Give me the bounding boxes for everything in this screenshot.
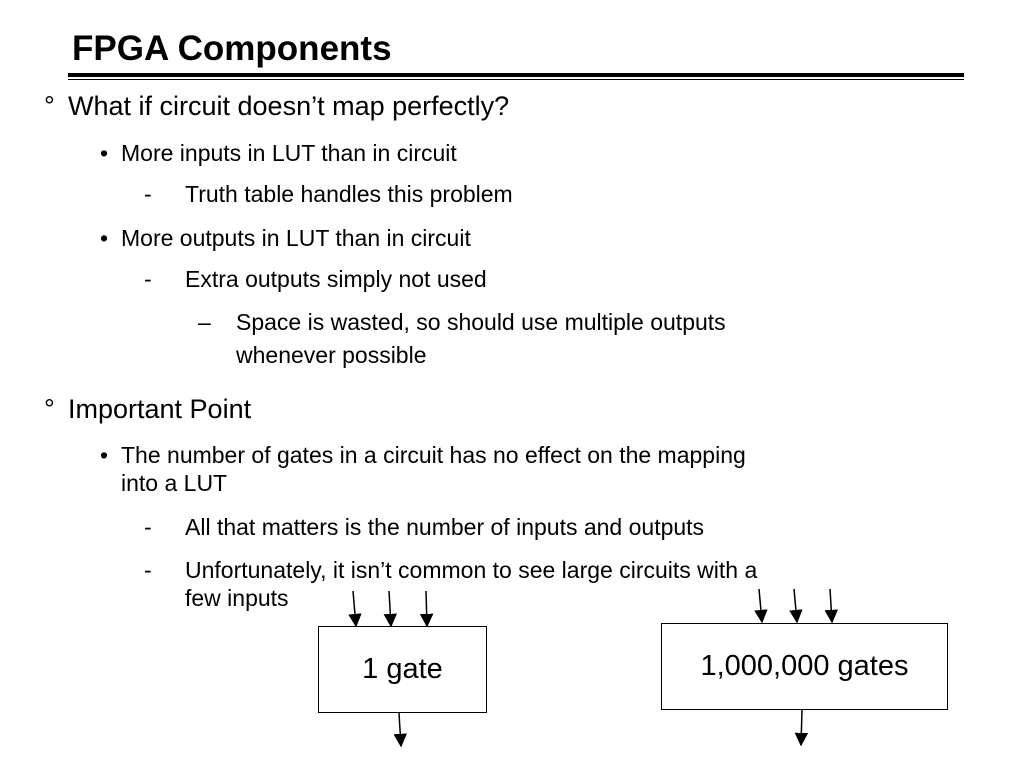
output-arrow [393,712,408,748]
input-arrow [789,588,803,624]
bullet-marker: ° [44,394,55,424]
title-rule [68,73,964,77]
bullet-text-cont: whenever possible [236,342,427,368]
bullet-marker: - [144,266,152,292]
bullet-marker: – [198,309,211,335]
bullet-text: More outputs in LUT than in circuit [121,225,471,251]
input-arrow [754,588,768,624]
bullet-marker: - [144,557,152,583]
bullet-text: Important Point [68,394,252,424]
bullet-text-cont: into a LUT [121,470,228,496]
bullet-marker: - [144,181,152,207]
bullet-marker: • [100,442,109,468]
title-rule-thin [68,79,964,80]
bullet-text: What if circuit doesn’t map perfectly? [68,91,510,121]
input-arrow [824,588,839,624]
bullet-text: All that matters is the number of inputs… [185,514,705,540]
slide-title: FPGA Components [72,29,392,68]
bullet-text: Space is wasted, so should use multiple … [236,309,726,335]
bullet-text: Truth table handles this problem [185,181,513,207]
bullet-text: Extra outputs simply not used [185,266,487,292]
bullet-marker: • [100,140,109,166]
bullet-marker: - [144,514,152,540]
bullet-text: Unfortunately, it isn’t common to see la… [185,557,758,583]
bullet-text: The number of gates in a circuit has no … [121,442,746,468]
bullet-text-cont: few inputs [185,585,289,611]
bullet-text: More inputs in LUT than in circuit [121,140,457,166]
input-arrow [383,590,398,628]
input-arrow [348,590,362,628]
bullet-marker: • [100,225,109,251]
output-arrow [794,709,809,747]
box-one-gate: 1 gate [318,626,487,713]
box-million-gates: 1,000,000 gates [661,623,948,710]
bullet-marker: ° [44,91,55,121]
input-arrow [419,590,434,628]
